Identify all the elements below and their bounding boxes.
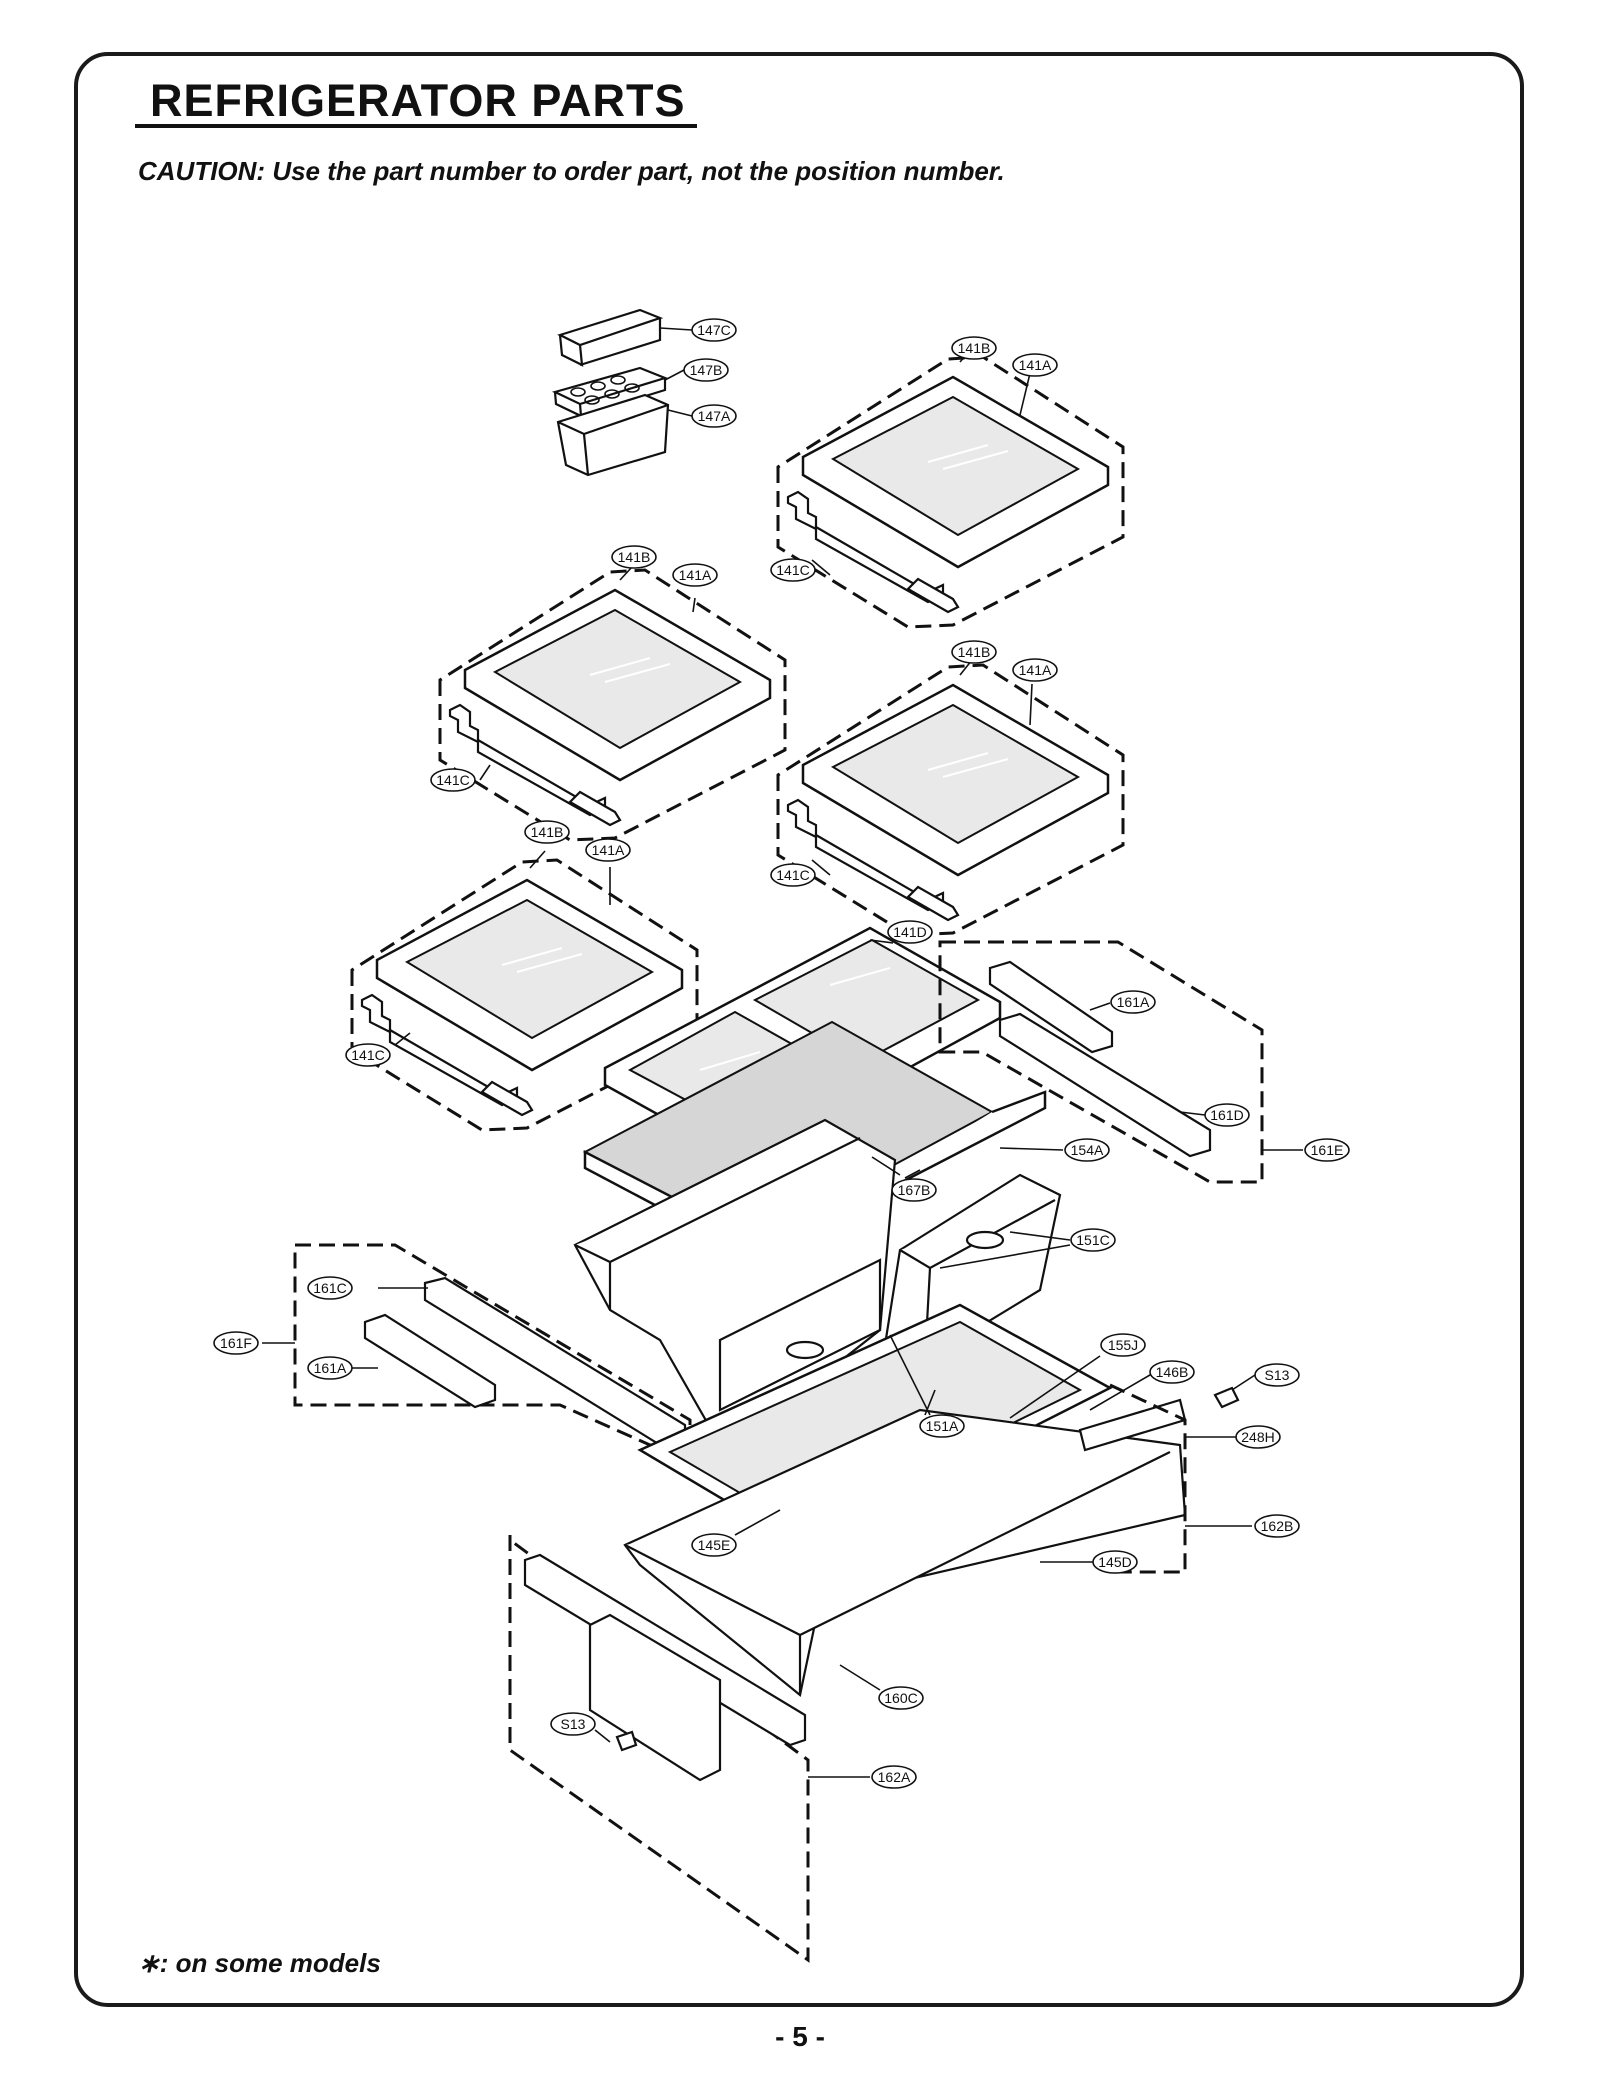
- callout-151c: 151C: [1070, 1228, 1116, 1252]
- svg-text:141D: 141D: [893, 924, 926, 940]
- callout-s13-bottom: S13: [550, 1712, 596, 1736]
- callout-141c-4: 141C: [345, 1043, 391, 1067]
- svg-text:141A: 141A: [1019, 662, 1052, 678]
- screw-bottom: [615, 1730, 638, 1752]
- rail-cover-right: [988, 960, 1114, 1054]
- callout-160c: 160C: [878, 1686, 924, 1710]
- callout-141b-4: 141B: [524, 820, 570, 844]
- callout-146b: 146B: [1149, 1360, 1195, 1384]
- screw-top: [1213, 1386, 1240, 1409]
- svg-text:141A: 141A: [1019, 357, 1052, 373]
- egg-tray-insert: [551, 366, 669, 418]
- callout-248h: 248H: [1235, 1425, 1281, 1449]
- callout-141d: 141D: [887, 920, 933, 944]
- callout-141a-2: 141A: [672, 563, 718, 587]
- callout-147b: 147B: [683, 358, 729, 382]
- rail-cover-left: [363, 1313, 497, 1409]
- svg-text:141C: 141C: [776, 562, 809, 578]
- callout-145e: 145E: [691, 1533, 737, 1557]
- callout-145d: 145D: [1092, 1550, 1138, 1574]
- callout-s13-top: S13: [1254, 1363, 1300, 1387]
- svg-text:141A: 141A: [592, 842, 625, 858]
- callout-161e: 161E: [1304, 1138, 1350, 1162]
- svg-text:151A: 151A: [926, 1418, 959, 1434]
- callout-147c: 147C: [691, 318, 737, 342]
- svg-text:145E: 145E: [698, 1537, 731, 1553]
- svg-text:141A: 141A: [679, 567, 712, 583]
- svg-text:161F: 161F: [220, 1335, 252, 1351]
- page-number: - 5 -: [775, 2021, 825, 2052]
- svg-text:141C: 141C: [351, 1047, 384, 1063]
- svg-text:151C: 151C: [1076, 1232, 1109, 1248]
- callout-141a-1: 141A: [1012, 353, 1058, 377]
- svg-text:145D: 145D: [1098, 1554, 1131, 1570]
- callout-147a: 147A: [691, 404, 737, 428]
- callout-161d: 161D: [1204, 1103, 1250, 1127]
- callout-141c-2: 141C: [430, 768, 476, 792]
- leader-lines: [262, 327, 1303, 1778]
- callout-162b: 162B: [1254, 1514, 1300, 1538]
- shelf-unit-middle-right: [776, 663, 1125, 937]
- svg-text:147C: 147C: [697, 322, 730, 338]
- footnote: ∗: on some models: [138, 1948, 381, 1978]
- callout-141b-3: 141B: [951, 640, 997, 664]
- svg-text:S13: S13: [1265, 1367, 1290, 1383]
- callout-161a-left: 161A: [307, 1356, 353, 1380]
- callout-161f: 161F: [213, 1331, 259, 1355]
- callout-154a: 154A: [1064, 1138, 1110, 1162]
- crisper-drawers: [573, 1118, 1062, 1447]
- egg-tray-group: [551, 308, 670, 477]
- page-border: [74, 52, 1524, 2007]
- callout-155j: 155J: [1100, 1333, 1146, 1357]
- right-rail-group: [938, 940, 1264, 1184]
- callout-162a: 162A: [871, 1765, 917, 1789]
- front-bracket: [588, 1613, 722, 1782]
- svg-text:147B: 147B: [690, 362, 723, 378]
- svg-text:141B: 141B: [531, 824, 564, 840]
- callout-141b-2: 141B: [611, 545, 657, 569]
- svg-text:155J: 155J: [1108, 1337, 1138, 1353]
- page-title: REFRIGERATOR PARTS: [150, 75, 686, 126]
- svg-text:167B: 167B: [898, 1182, 931, 1198]
- crisper-cover-group: [582, 926, 1047, 1261]
- svg-text:141C: 141C: [776, 867, 809, 883]
- svg-text:161A: 161A: [1117, 994, 1150, 1010]
- svg-text:S13: S13: [561, 1716, 586, 1732]
- callout-141a-3: 141A: [1012, 658, 1058, 682]
- slide-rail-right: [998, 1012, 1212, 1158]
- svg-text:161E: 161E: [1311, 1142, 1344, 1158]
- svg-text:141B: 141B: [618, 549, 651, 565]
- svg-text:160C: 160C: [884, 1690, 917, 1706]
- svg-text:147A: 147A: [698, 408, 731, 424]
- caution-note: CAUTION: Use the part number to order pa…: [138, 156, 1005, 186]
- svg-text:161A: 161A: [314, 1360, 347, 1376]
- callout-167b: 167B: [891, 1178, 937, 1202]
- svg-text:141B: 141B: [958, 340, 991, 356]
- svg-text:161D: 161D: [1210, 1107, 1243, 1123]
- pantry-group: [623, 1303, 1240, 1697]
- title-underline: [135, 124, 697, 128]
- shelf-unit-upper-left: [438, 568, 787, 842]
- callout-151a: 151A: [919, 1414, 965, 1438]
- egg-tray-case: [556, 393, 670, 477]
- egg-tray-lid: [557, 308, 664, 367]
- callout-141c-1: 141C: [770, 558, 816, 582]
- svg-text:162A: 162A: [878, 1769, 911, 1785]
- svg-text:162B: 162B: [1261, 1518, 1294, 1534]
- callout-labels: 147C 147B 147A 141B 141A 141C 141B 141A …: [213, 318, 1350, 1789]
- callout-161a-right: 161A: [1110, 990, 1156, 1014]
- shelf-unit-top-right: [776, 355, 1125, 629]
- svg-text:161C: 161C: [313, 1280, 346, 1296]
- svg-text:146B: 146B: [1156, 1364, 1189, 1380]
- svg-text:141B: 141B: [958, 644, 991, 660]
- front-assembly-group: [508, 1535, 810, 1963]
- callout-141a-4: 141A: [585, 838, 631, 862]
- svg-text:154A: 154A: [1071, 1142, 1104, 1158]
- callout-141b-1: 141B: [951, 336, 997, 360]
- svg-text:141C: 141C: [436, 772, 469, 788]
- callout-141c-3: 141C: [770, 863, 816, 887]
- svg-text:248H: 248H: [1241, 1429, 1274, 1445]
- callout-161c: 161C: [307, 1276, 353, 1300]
